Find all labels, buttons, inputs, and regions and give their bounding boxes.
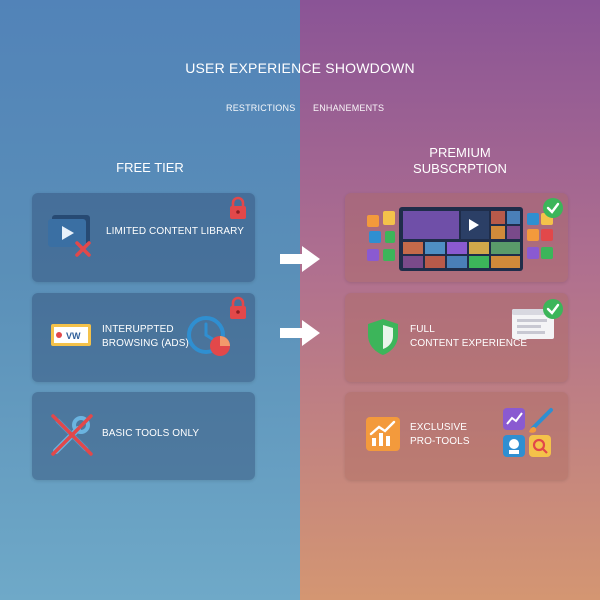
ad-banner-text: VW: [66, 331, 81, 341]
premium-card-label-line-1: FULL: [410, 324, 435, 335]
arrow-right-icon: [280, 246, 320, 272]
browser-window-icon: [512, 309, 554, 339]
shield-check-icon: [368, 319, 398, 355]
premium-card-full-content[interactable]: FULL CONTENT EXPERIENCE: [345, 293, 568, 382]
lock-icon: [230, 296, 246, 319]
free-card-label: BASIC TOOLS ONLY: [102, 428, 200, 439]
free-tier-background: [0, 0, 300, 600]
premium-card-label-line-2: CONTENT EXPERIENCE: [410, 338, 528, 349]
growth-chart-icon: [366, 417, 400, 451]
video-blocked-icon: [48, 215, 91, 257]
check-icon: [543, 198, 563, 218]
premium-card-label: FULL CONTENT EXPERIENCE: [410, 323, 527, 351]
free-card-label: INTERUPPTED BROWSING (ADS): [102, 323, 189, 351]
ad-banner-icon: VW: [51, 324, 91, 346]
premium-card-media-library[interactable]: [345, 193, 568, 282]
premium-heading-line-2: SUBSCRPTION: [413, 161, 507, 176]
check-icon: [543, 299, 563, 319]
free-card-basic-tools[interactable]: BASIC TOOLS ONLY: [32, 392, 255, 480]
lock-icon: [230, 196, 246, 219]
clock-chart-icon: [187, 316, 230, 356]
tab-enhancements[interactable]: ENHANEMENTS: [313, 103, 385, 113]
free-card-ads[interactable]: VW INTERUPPTED BROWSING (ADS): [32, 293, 255, 382]
free-card-label-line-1: INTERUPPTED: [102, 324, 174, 335]
media-library-icon: [367, 207, 553, 271]
pro-tools-icon: [503, 408, 553, 457]
premium-heading: PREMIUM SUBSCRPTION: [380, 145, 540, 177]
free-card-content-library[interactable]: LIMITED CONTENT LIBRARY: [32, 193, 255, 282]
free-tier-heading: FREE TIER: [116, 160, 184, 175]
premium-heading-line-1: PREMIUM: [429, 145, 491, 160]
free-card-label: LIMITED CONTENT LIBRARY: [106, 226, 245, 237]
premium-card-label-line-2: PRO-TOOLS: [410, 436, 470, 447]
arrow-right-icon: [280, 320, 320, 346]
premium-card-label-line-1: EXCLUSIVE: [410, 422, 468, 433]
tools-crossed-icon: [51, 414, 93, 456]
page-title: USER EXPERIENCE SHOWDOWN: [185, 60, 415, 76]
premium-card-pro-tools[interactable]: EXCLUSIVE PRO-TOOLS: [345, 392, 568, 480]
free-card-label-line-2: BROWSING (ADS): [102, 338, 189, 349]
premium-card-label: EXCLUSIVE PRO-TOOLS: [410, 421, 470, 449]
tab-restrictions[interactable]: RESTRICTIONS: [226, 103, 296, 113]
